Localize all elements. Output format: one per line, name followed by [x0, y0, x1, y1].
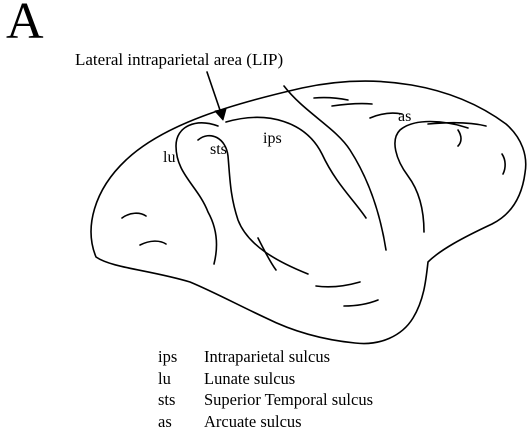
sts-label: sts	[210, 141, 227, 158]
as-label: as	[398, 108, 411, 125]
lip-arrow-line	[207, 72, 222, 116]
legend-name: Arcuate sulcus	[204, 411, 302, 433]
lu-label: lu	[163, 149, 175, 166]
minor-sulcus	[314, 98, 348, 100]
legend-abbr: lu	[158, 368, 204, 390]
legend-name: Superior Temporal sulcus	[204, 389, 373, 411]
ips-label: ips	[263, 130, 282, 147]
legend: ips Intraparietal sulcus lu Lunate sulcu…	[158, 346, 373, 432]
arcuate-sulcus	[395, 122, 468, 233]
minor-sulcus	[258, 238, 276, 270]
legend-name: Lunate sulcus	[204, 368, 295, 390]
central-sulcus	[284, 86, 386, 250]
minor-sulcus	[502, 154, 505, 174]
legend-name: Intraparietal sulcus	[204, 346, 330, 368]
legend-abbr: ips	[158, 346, 204, 368]
legend-row: ips Intraparietal sulcus	[158, 346, 373, 368]
minor-sulcus	[344, 300, 378, 306]
minor-sulcus	[122, 213, 146, 218]
legend-row: lu Lunate sulcus	[158, 368, 373, 390]
legend-row: as Arcuate sulcus	[158, 411, 373, 433]
legend-abbr: as	[158, 411, 204, 433]
minor-sulcus	[140, 241, 166, 245]
legend-row: sts Superior Temporal sulcus	[158, 389, 373, 411]
minor-sulcus	[316, 282, 360, 287]
intraparietal-sulcus	[226, 117, 366, 218]
lip-arrow-head	[215, 109, 226, 120]
brain-outline	[91, 81, 526, 343]
legend-abbr: sts	[158, 389, 204, 411]
minor-sulcus	[458, 130, 461, 146]
minor-sulcus	[332, 104, 372, 106]
